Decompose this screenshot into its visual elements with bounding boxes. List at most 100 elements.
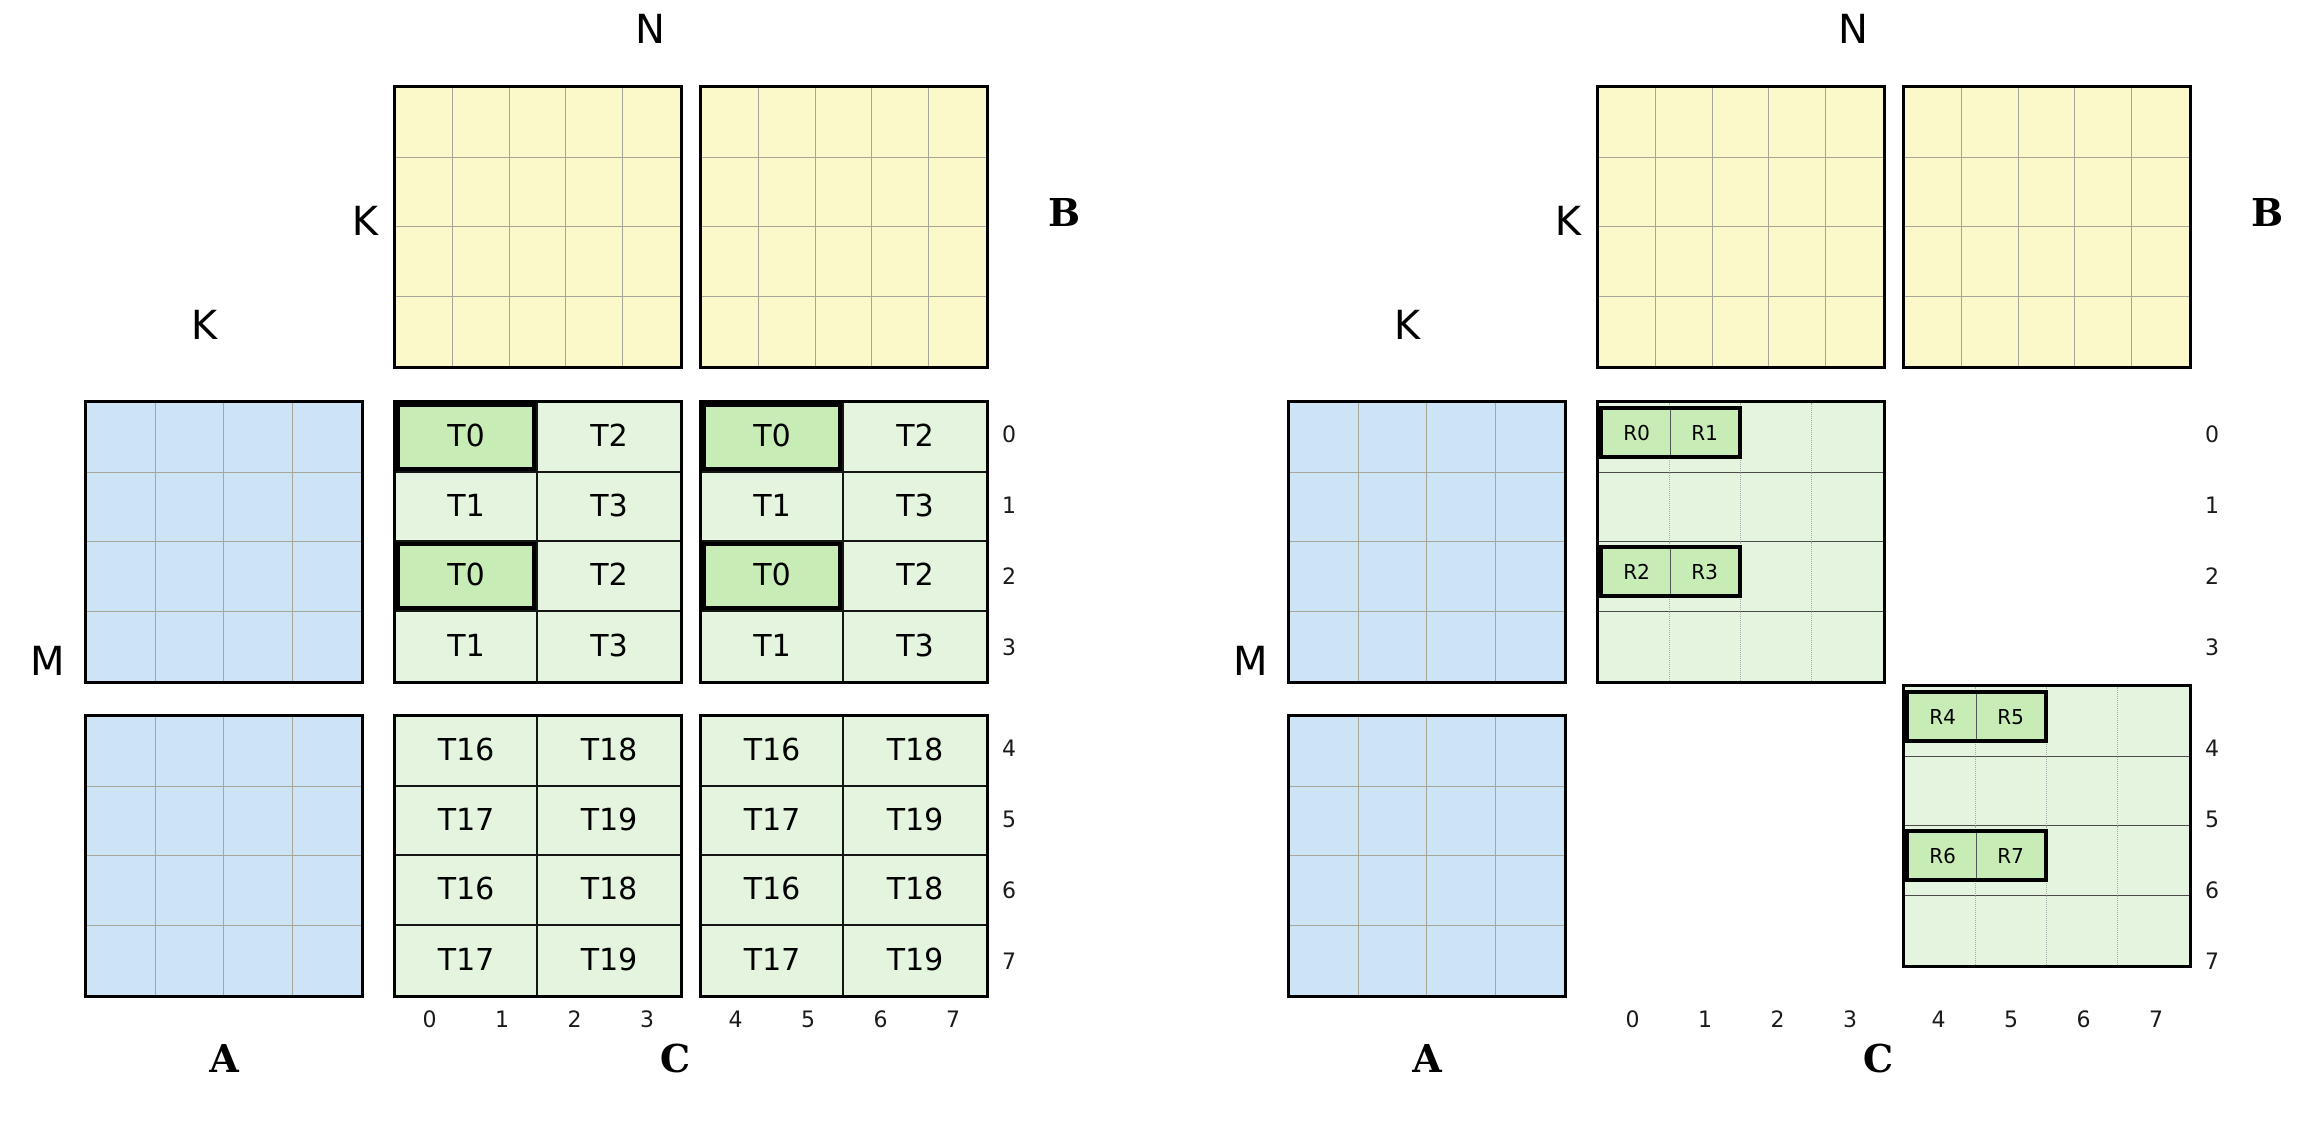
grid-cell (224, 786, 293, 856)
grid-cell (156, 611, 224, 681)
axis-label-k-a: K (1393, 303, 1421, 349)
c-sub-cell (1976, 895, 2047, 965)
col-index: 7 (946, 1008, 960, 1033)
grid-cell (1826, 158, 1883, 227)
grid-cell (872, 227, 930, 297)
axis-label-k-b: K (1554, 199, 1581, 245)
grid-cell (87, 542, 156, 612)
c-sub-cell (1741, 611, 1812, 681)
grid-cell (702, 227, 759, 297)
c-sub-cell (1741, 542, 1812, 612)
grid-cell (816, 296, 873, 366)
grid-cell (1290, 611, 1359, 681)
matrix-b-block-left (393, 85, 683, 369)
matrix-b-block-right (699, 85, 989, 369)
row-index: 7 (1002, 950, 1016, 975)
grid-cell (1427, 472, 1496, 542)
thread-tile: T17 (396, 786, 538, 856)
grid-cell (155, 856, 224, 926)
grid-cell (155, 786, 224, 856)
grid-cell (1358, 856, 1427, 926)
grid-cell (872, 157, 930, 227)
col-index: 1 (1698, 1008, 1712, 1033)
grid-cell (452, 157, 510, 227)
grid-cell (87, 403, 156, 473)
grid-cell (87, 786, 156, 856)
grid-cell (1495, 542, 1564, 612)
thread-tile: T3 (538, 472, 680, 542)
thread-tile: T19 (844, 786, 986, 856)
grid-cell (1713, 296, 1770, 366)
grid-cell (1769, 227, 1827, 297)
row-index: 7 (2205, 950, 2219, 975)
row-index: 5 (2205, 808, 2219, 833)
grid-cell (566, 296, 624, 366)
grid-cell (1290, 472, 1359, 542)
grid-cell (872, 88, 930, 158)
matrix-a-block-bottom (84, 714, 364, 998)
grid-cell (2075, 157, 2133, 227)
thread-tile: T19 (538, 786, 680, 856)
grid-cell (1712, 157, 1770, 227)
row-index: 6 (2205, 879, 2219, 904)
grid-cell (1656, 296, 1713, 366)
grid-cell (292, 787, 361, 856)
col-index: 0 (1625, 1008, 1640, 1033)
c-sub-cell (1812, 542, 1883, 612)
c-sub-cell (2047, 895, 2118, 965)
grid-cell (2132, 227, 2189, 297)
grid-cell (1495, 403, 1564, 473)
grid-cell (1962, 296, 2019, 366)
grid-cell (1290, 542, 1359, 612)
grid-cell (396, 88, 453, 158)
grid-cell (1290, 856, 1359, 926)
grid-cell (1599, 88, 1656, 158)
grid-cell (1495, 717, 1564, 787)
grid-cell (224, 472, 293, 542)
grid-cell (1358, 542, 1427, 612)
thread-tile: T18 (538, 717, 680, 787)
thread-tile: T16 (396, 856, 538, 926)
grid-cell (759, 296, 816, 366)
grid-cell (566, 157, 624, 227)
grid-cell (1826, 227, 1883, 297)
thread-tile: T2 (538, 403, 680, 473)
grid-cell (1427, 611, 1496, 681)
thread-tile: T16 (396, 717, 538, 787)
grid-cell (1495, 473, 1564, 542)
matrix-b-label: B (1048, 190, 1081, 235)
register-cell: R0 (1623, 420, 1650, 445)
row-index: 4 (2205, 737, 2219, 762)
grid-cell (1358, 717, 1427, 787)
row-index: 0 (1002, 423, 1016, 448)
grid-cell (156, 925, 224, 995)
grid-cell (224, 925, 293, 995)
c-sub-cell (1976, 756, 2047, 826)
grid-cell (1599, 157, 1656, 227)
grid-cell (702, 88, 759, 158)
grid-cell (1961, 227, 2019, 297)
c-sub-cell (1812, 473, 1883, 542)
grid-cell (292, 717, 361, 787)
col-index: 7 (2149, 1008, 2163, 1033)
grid-cell (453, 296, 510, 366)
grid-cell (1655, 157, 1713, 227)
thread-tile: T18 (844, 856, 986, 926)
grid-cell (929, 297, 986, 367)
col-index: 2 (1770, 1008, 1785, 1033)
register-cell: R7 (1976, 833, 2044, 878)
thread-tile: T3 (844, 611, 986, 681)
grid-cell (1961, 157, 2019, 227)
grid-cell (224, 856, 293, 926)
thread-tile: T16 (702, 856, 844, 926)
grid-cell (1427, 786, 1496, 856)
row-index: 2 (2205, 565, 2219, 590)
grid-cell (1359, 611, 1427, 681)
grid-cell (224, 717, 293, 787)
grid-cell (293, 926, 362, 996)
